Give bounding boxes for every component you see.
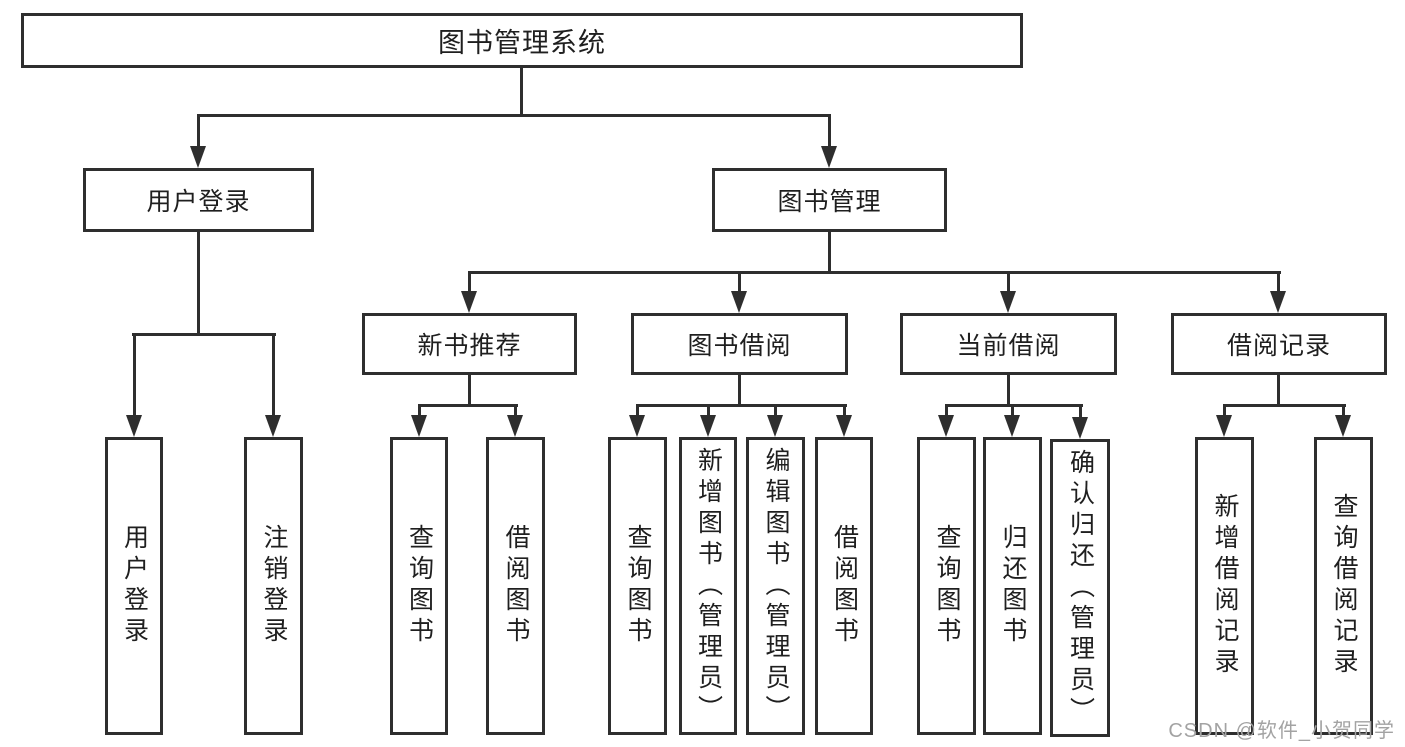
leaf-cb-confirm-return: 确认归还（管理员） — [1050, 439, 1110, 737]
node-library-system: 图书管理系统 — [21, 13, 1023, 68]
connector-drop-bb-query — [636, 405, 639, 420]
leaf-bb-query-books: 查询图书 — [608, 437, 667, 735]
leaf-user-login-label: 用户登录 — [120, 524, 149, 648]
arrow-down-icon — [821, 146, 837, 168]
arrow-down-icon — [190, 146, 206, 168]
node-book-management-label: 图书管理 — [777, 188, 882, 216]
arrow-down-icon — [1004, 415, 1020, 437]
connector-new-book-hline — [418, 404, 518, 407]
node-current-borrow-label: 当前借阅 — [956, 332, 1061, 360]
node-borrow-records-label: 借阅记录 — [1226, 332, 1331, 360]
connector-drop-book-management — [828, 115, 831, 150]
node-user-login: 用户登录 — [83, 168, 314, 232]
leaf-cb-query-books: 查询图书 — [917, 437, 976, 735]
leaf-nb-borrow-books: 借阅图书 — [486, 437, 545, 735]
connector-new-book-stub — [468, 375, 471, 407]
leaf-bb-add-books: 新增图书（管理员） — [679, 437, 737, 735]
leaf-user-login: 用户登录 — [105, 437, 163, 735]
leaf-bb-borrow-books-label: 借阅图书 — [830, 524, 859, 648]
node-new-book-recommend: 新书推荐 — [362, 313, 577, 375]
connector-root-hline — [197, 114, 831, 117]
arrow-down-icon — [731, 291, 747, 313]
arrow-down-icon — [507, 415, 523, 437]
arrow-down-icon — [411, 415, 427, 437]
node-book-management: 图书管理 — [712, 168, 947, 232]
connector-drop-user-login — [197, 115, 200, 150]
connector-drop-br-query — [1342, 405, 1345, 420]
leaf-cb-confirm-return-label: 确认归还（管理员） — [1066, 448, 1095, 728]
arrow-down-icon — [836, 415, 852, 437]
connector-level3-hline — [468, 271, 1281, 274]
arrow-down-icon — [629, 415, 645, 437]
leaf-cb-return-books-label: 归还图书 — [999, 524, 1027, 648]
node-borrow-records: 借阅记录 — [1171, 313, 1387, 375]
leaf-nb-borrow-books-label: 借阅图书 — [502, 524, 530, 648]
connector-current-borrow-stub — [1007, 375, 1010, 407]
leaf-bb-edit-books-label: 编辑图书（管理员） — [762, 446, 790, 726]
arrow-down-icon — [700, 415, 716, 437]
arrow-down-icon — [1270, 291, 1286, 313]
connector-drop-user-login-leaf — [133, 334, 136, 420]
arrow-down-icon — [461, 291, 477, 313]
leaf-nb-query-books-label: 查询图书 — [405, 524, 434, 648]
node-new-book-recommend-label: 新书推荐 — [417, 332, 522, 360]
leaf-bb-edit-books: 编辑图书（管理员） — [746, 437, 805, 735]
connector-drop-book-borrow — [738, 272, 741, 296]
connector-root-stub — [520, 68, 523, 116]
connector-drop-nb-query — [418, 405, 421, 420]
arrow-down-icon — [1216, 415, 1232, 437]
arrow-down-icon — [126, 415, 142, 437]
arrow-down-icon — [1335, 415, 1351, 437]
connector-drop-current-borrow — [1007, 272, 1010, 296]
node-user-login-label: 用户登录 — [146, 188, 251, 216]
leaf-br-add-record: 新增借阅记录 — [1195, 437, 1254, 735]
connector-drop-borrow-records — [1277, 272, 1280, 296]
connector-drop-new-book — [468, 272, 471, 296]
connector-drop-bb-borrow — [843, 405, 846, 420]
connector-borrow-records-stub — [1277, 375, 1280, 407]
leaf-logout-label: 注销登录 — [260, 524, 288, 648]
arrow-down-icon — [1000, 291, 1016, 313]
connector-drop-cb-query — [945, 405, 948, 420]
connector-drop-cb-return — [1011, 405, 1014, 420]
connector-drop-logout-leaf — [272, 334, 275, 420]
connector-drop-nb-borrow — [514, 405, 517, 420]
leaf-nb-query-books: 查询图书 — [390, 437, 448, 735]
node-book-borrow: 图书借阅 — [631, 313, 848, 375]
leaf-cb-return-books: 归还图书 — [983, 437, 1042, 735]
node-library-system-label: 图书管理系统 — [438, 28, 606, 58]
arrow-down-icon — [265, 415, 281, 437]
arrow-down-icon — [767, 415, 783, 437]
connector-user-login-hline — [132, 333, 276, 336]
connector-drop-cb-confirm — [1079, 405, 1082, 420]
leaf-br-query-record: 查询借阅记录 — [1314, 437, 1373, 735]
connector-drop-bb-add — [707, 405, 710, 420]
connector-drop-br-add — [1223, 405, 1226, 420]
leaf-br-query-record-label: 查询借阅记录 — [1330, 493, 1358, 679]
arrow-down-icon — [1072, 417, 1088, 439]
leaf-bb-query-books-label: 查询图书 — [624, 524, 652, 648]
leaf-bb-borrow-books: 借阅图书 — [815, 437, 873, 735]
leaf-br-add-record-label: 新增借阅记录 — [1211, 493, 1239, 679]
connector-user-login-stub — [197, 232, 200, 336]
connector-book-management-stub — [828, 232, 831, 274]
leaf-cb-query-books-label: 查询图书 — [933, 524, 961, 648]
node-book-borrow-label: 图书借阅 — [687, 332, 792, 360]
connector-borrow-records-hline — [1223, 404, 1346, 407]
connector-drop-bb-edit — [774, 405, 777, 420]
watermark: CSDN @软件_小贺同学 — [1168, 720, 1395, 742]
leaf-logout: 注销登录 — [244, 437, 303, 735]
connector-book-borrow-hline — [636, 404, 847, 407]
node-current-borrow: 当前借阅 — [900, 313, 1117, 375]
connector-book-borrow-stub — [738, 375, 741, 407]
connector-current-borrow-hline — [945, 404, 1083, 407]
arrow-down-icon — [938, 415, 954, 437]
leaf-bb-add-books-label: 新增图书（管理员） — [694, 446, 723, 726]
